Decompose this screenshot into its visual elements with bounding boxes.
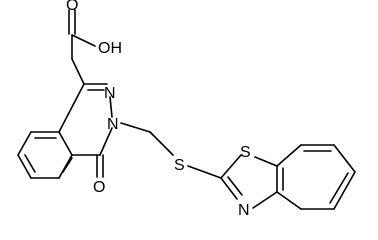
atom-label-thioether-s: S [174,157,185,174]
bond-acid-c-oh [71,34,96,47]
bond-c8a-c1 [58,83,85,133]
molecule-drawing: OH O N N O S S N [17,0,356,219]
bond-ch2-s [149,131,174,156]
bond-benzo-inner-2 [24,154,36,173]
bond-n-ch2 [120,122,151,133]
atom-label-thiazole-n: N [238,202,250,219]
bond-s-ring-c7a [254,156,278,167]
bond-c4a-c8a [58,131,73,156]
bond-c2-n-double-a [220,177,238,200]
bond-btz-inner-2 [329,172,349,204]
atom-label-hydroxyl: OH [98,40,122,57]
bond-ch2-c1 [71,58,85,85]
bond-c5b-c4b [333,171,356,210]
structure-diagram: OH O N N O S S N [17,0,356,219]
bond-c8-c7 [17,131,32,156]
atom-label-acid-oxygen: O [66,0,78,14]
bond-c2-s-ring [220,154,242,179]
bond-c7-c6 [17,154,32,179]
atom-label-ketone-oxygen: O [93,179,105,196]
bond-c3a-side-c3a [276,191,302,210]
atom-label-ring-n-lower: N [107,116,119,133]
bond-n-c3a [252,191,278,209]
atom-label-ring-n-upper: N [104,85,116,102]
bond-s-c2 [187,165,222,179]
bond-c6b-c5b [333,144,356,173]
atom-label-thiazole-s: S [240,144,251,161]
bond-benzo-inner-3 [62,157,73,173]
bond-n-n [109,96,113,118]
bond-c5-c4a [58,154,73,179]
bond-c2-n-double-b [227,176,243,196]
bond-c7a-c7 [276,144,302,167]
bond-n-c4 [99,127,113,156]
